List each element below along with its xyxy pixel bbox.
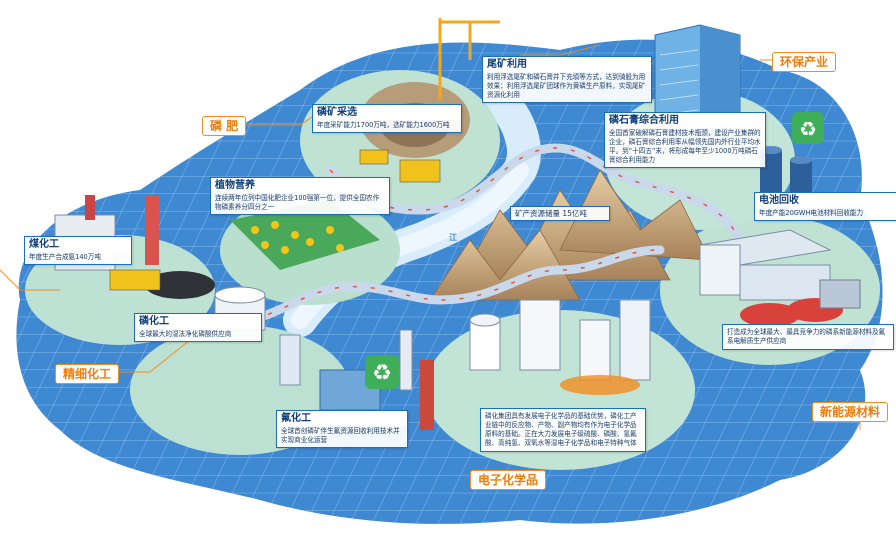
river-label: 江 xyxy=(449,233,457,242)
box-battery: 电池回收 年度产能20GWH电池材料回收能力 xyxy=(754,192,896,221)
box-mining: 磷矿采选 年度采矿能力1700万吨，选矿能力1600万吨 xyxy=(312,104,462,133)
fine-chem-plant xyxy=(214,286,434,430)
box-title: 磷矿采选 xyxy=(313,105,461,120)
svg-text:♻: ♻ xyxy=(372,361,392,386)
box-title: 电池回收 xyxy=(755,193,896,208)
recycle-icon: ♻ xyxy=(365,355,399,389)
box-reserves: 矿产资源储量 15亿吨 xyxy=(510,206,610,221)
box-fluorine: 氟化工 全球首创磷矿伴生氟资源回收利用技术并实现商业化运营 xyxy=(276,410,408,448)
box-new-energy: 打造成为全球最大、最具竞争力的磷系新能源材料及氟系电解质生产供应商 xyxy=(722,324,894,350)
box-coal-chem: 煤化工 年度生产合成氨140万吨 xyxy=(24,236,132,265)
box-desc: 矿产资源储量 15亿吨 xyxy=(515,209,587,218)
box-plant-nutrition: 植物营养 连续两年位列中国化肥企业100强第一位，提供全国农作物磷素养分四分之一 xyxy=(210,177,390,215)
crop-field xyxy=(230,200,380,270)
box-title: 磷化工 xyxy=(135,314,261,329)
recycle-icon: ♻ xyxy=(792,112,824,144)
tag-new-energy[interactable]: 新能源材料 xyxy=(812,402,889,422)
box-title: 煤化工 xyxy=(25,237,131,252)
box-desc: 打造成为全球最大、最具竞争力的磷系新能源材料及氟系电解质生产供应商 xyxy=(727,328,886,345)
new-energy-factory xyxy=(698,229,861,327)
box-desc: 年度生产合成氨140万吨 xyxy=(29,253,101,261)
box-desc: 磷化集团具有发展电子化学品的基础优势，磷化工产业链中的反应物、产物、副产物均有作… xyxy=(485,412,637,447)
svg-text:♻: ♻ xyxy=(799,117,817,141)
box-tailings: 尾矿利用 利用浮选尾矿和磷石膏井下充填等方式，达到骑股为用效果；利用浮选尾矿团球… xyxy=(482,56,652,103)
box-phos-chem: 磷化工 全球最大的湿法净化磷酸供应商 xyxy=(134,313,262,342)
box-desc: 年度采矿能力1700万吨，选矿能力1600万吨 xyxy=(317,121,450,129)
box-title: 尾矿利用 xyxy=(483,57,651,72)
box-title: 氟化工 xyxy=(277,411,407,426)
tag-fine-chemicals[interactable]: 精细化工 xyxy=(55,364,120,384)
box-gypsum: 磷石膏综合利用 全国首家破解磷石膏建材技术瓶颈，建设产业集群的企业，磷石膏综合利… xyxy=(604,112,766,168)
tag-electronic-chemicals[interactable]: 电子化学品 xyxy=(470,470,547,490)
box-desc: 年度产能20GWH电池材料回收能力 xyxy=(759,209,864,217)
box-electronic: 磷化集团具有发展电子化学品的基础优势，磷化工产业链中的反应物、产物、副产物均有作… xyxy=(480,408,646,452)
box-desc: 全球最大的湿法净化磷酸供应商 xyxy=(139,330,232,338)
box-title: 磷石膏综合利用 xyxy=(605,113,765,128)
tag-environmental[interactable]: 环保产业 xyxy=(772,52,837,72)
box-desc: 利用浮选尾矿和磷石膏井下充填等方式，达到骑股为用效果；利用浮选尾矿团球作为黄磷生… xyxy=(487,73,646,99)
tag-phosphate-fertilizer[interactable]: 磷 肥 xyxy=(202,116,247,136)
electronic-plant xyxy=(469,299,651,395)
box-desc: 连续两年位列中国化肥企业100强第一位，提供全国农作物磷素养分四分之一 xyxy=(215,194,380,211)
box-desc: 全国首家破解磷石膏建材技术瓶颈，建设产业集群的企业，磷石膏综合利用率从幅领先国内… xyxy=(609,129,761,164)
box-title: 植物营养 xyxy=(211,178,389,193)
box-desc: 全球首创磷矿伴生氟资源回收利用技术并实现商业化运营 xyxy=(281,427,400,444)
